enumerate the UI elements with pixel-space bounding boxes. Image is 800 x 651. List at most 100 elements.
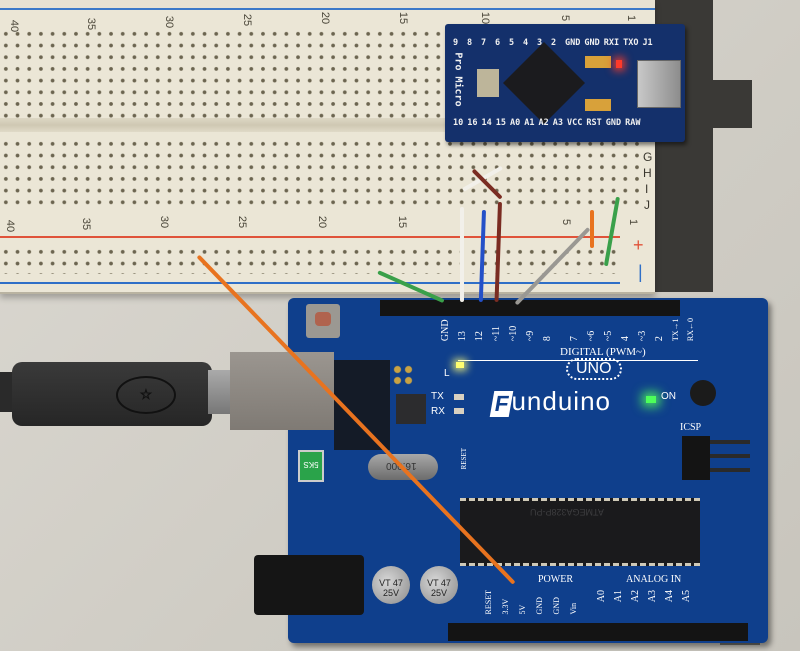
power-rail-holes	[0, 246, 620, 274]
pin-label: A2	[538, 118, 549, 128]
analog-in-label: ANALOG IN	[626, 574, 682, 585]
pin-label: 15	[495, 118, 506, 128]
usb-logo-icon: ⭐︎	[116, 376, 176, 414]
pin-label: GND	[552, 597, 561, 615]
tx-led	[454, 394, 464, 400]
column-number: 30	[163, 15, 176, 29]
breadboard-clip-shadow	[700, 80, 752, 128]
pin-label: ~5	[603, 330, 614, 342]
pin-label: A3	[552, 118, 563, 128]
column-number: 1	[625, 14, 638, 22]
arduino-board: GND 13 12 ~11 ~10 ~9 8 7 ~6 ~5 4 ~3 2 TX…	[288, 298, 768, 643]
pin-label: A2	[630, 590, 641, 603]
icsp-header	[682, 436, 710, 480]
board-name-label: Pro Micro	[452, 52, 464, 107]
pin-label: A1	[613, 590, 624, 603]
usb-interface-chip	[396, 394, 426, 424]
column-number: 40	[8, 19, 21, 33]
icsp-pins	[710, 440, 750, 476]
capacitor-label: VT 47 25V	[379, 578, 403, 598]
mounting-hole	[690, 380, 716, 406]
orange-jumper	[590, 210, 594, 248]
pin-label: TX→1	[671, 318, 680, 342]
column-number: 5	[560, 218, 573, 226]
pin-label: A1	[524, 118, 535, 128]
column-number: 1	[627, 218, 640, 226]
column-number: 30	[158, 215, 171, 229]
icsp2-pads	[392, 364, 414, 386]
column-number: 5	[559, 14, 572, 22]
brand-logo: F unduino	[489, 386, 611, 417]
capacitor-label: VT 47 25V	[427, 578, 451, 598]
pin-label: 2	[654, 336, 665, 342]
tx-led-label: TX	[431, 391, 444, 402]
pro-micro-mcu-chip	[502, 41, 586, 125]
pin-label: 2	[551, 38, 557, 48]
pin-label: 8	[467, 38, 473, 48]
brand-initial: F	[489, 391, 514, 417]
digital-pin-labels: GND 13 12 ~11 ~10 ~9 8 7 ~6 ~5 4 ~3 2 TX…	[440, 318, 695, 341]
pin-label: 3.3V	[501, 598, 510, 615]
analog-pin-labels: A0 A1 A2 A3 A4 A5	[596, 590, 692, 602]
rail-plus-sign: +	[633, 235, 644, 255]
pin-label: ~9	[525, 330, 536, 342]
row-label-j: J	[644, 198, 650, 212]
on-led	[646, 396, 656, 403]
pin-label: GND	[440, 319, 451, 342]
pin-label: RST	[586, 118, 602, 128]
pro-micro-board: Pro Micro 9 8 7 6 5 4 3 2 GND GND RXI TX…	[445, 24, 685, 142]
pin-label: A0	[510, 118, 521, 128]
l-led	[456, 362, 464, 368]
electrolytic-capacitor: VT 47 25V	[372, 566, 410, 604]
column-number: 25	[236, 215, 249, 229]
pin-label: RXI	[603, 38, 620, 48]
column-number: 35	[80, 217, 93, 231]
pin-label: 10	[453, 118, 464, 128]
pro-micro-bottom-pins: 10 16 14 15 A0 A1 A2 A3 VCC RST GND RAW	[453, 118, 640, 128]
pin-label: RAW	[625, 118, 641, 128]
column-number: 25	[241, 13, 254, 27]
pin-label: 3	[537, 38, 543, 48]
pin-label: TXO	[623, 38, 639, 48]
tantalum-capacitor	[585, 99, 611, 111]
pin-label: 6	[495, 38, 501, 48]
column-number: 40	[4, 219, 17, 233]
column-number: 35	[85, 17, 98, 31]
pin-label: A4	[664, 590, 675, 603]
pin-label: ~10	[508, 325, 519, 342]
pin-label: Vin	[569, 602, 578, 615]
breadboard-holes-top	[0, 28, 445, 118]
l-led-label: L	[444, 368, 450, 379]
pin-label: 12	[474, 331, 485, 342]
electrolytic-capacitor: VT 47 25V	[420, 566, 458, 604]
reset-label: RESET	[460, 448, 468, 470]
row-label-g: G	[643, 150, 653, 164]
dc-barrel-jack	[254, 555, 364, 615]
breadboard-holes-bottom	[0, 138, 640, 208]
power-rail-blue-line	[0, 282, 620, 284]
reset-button[interactable]	[306, 304, 340, 338]
pin-label: A5	[681, 590, 692, 603]
pin-label: 16	[467, 118, 478, 128]
tantalum-capacitor	[585, 56, 611, 68]
column-number: 20	[316, 215, 329, 229]
rail-minus-sign: |	[638, 262, 643, 282]
pin-label: 4	[620, 336, 631, 342]
row-label-h: H	[643, 166, 652, 180]
on-led-label: ON	[661, 391, 676, 402]
white-wire	[460, 207, 464, 302]
digital-header-2	[518, 300, 668, 316]
power-led-red	[616, 60, 622, 68]
pin-label: 8	[542, 336, 553, 342]
column-number: 10	[479, 11, 492, 25]
power-pin-labels: RESET 3.3V 5V GND GND Vin	[484, 590, 578, 614]
pin-label: 5V	[518, 604, 527, 615]
pin-label: VCC	[567, 118, 583, 128]
pin-label: RESET	[484, 590, 493, 615]
mcu-label: ATMEGA328P-PU	[530, 507, 604, 517]
pin-label: GND	[605, 118, 622, 128]
atmega-chip: ATMEGA328P-PU	[460, 498, 700, 566]
crystal	[477, 69, 499, 97]
pin-label: 7	[569, 336, 580, 342]
digital-underline	[458, 360, 698, 361]
